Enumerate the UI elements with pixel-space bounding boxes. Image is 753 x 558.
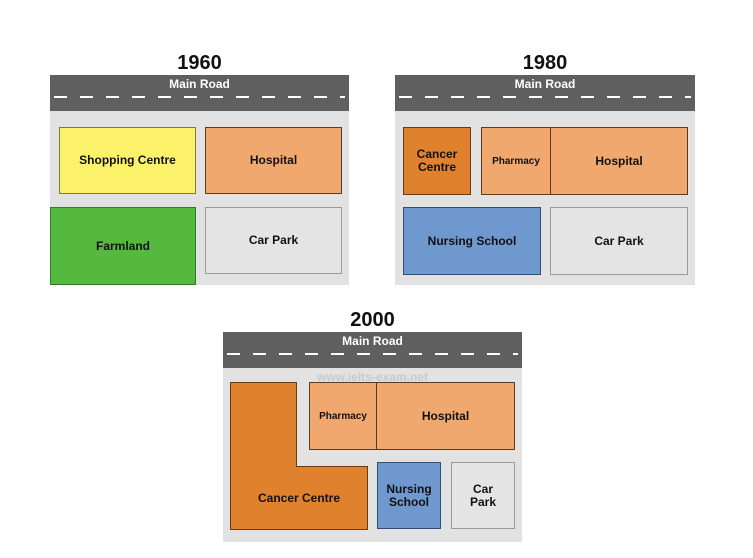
hospital: Hospital (376, 382, 515, 450)
map-1960: Main Road Shopping Centre Hospital Farml… (50, 75, 349, 285)
road-centre-line (54, 96, 345, 98)
shopping-centre: Shopping Centre (59, 127, 196, 194)
pharmacy: Pharmacy (309, 382, 377, 450)
cancer-centre-label: Cancer Centre (417, 148, 458, 174)
cancer-centre-label: Cancer Centre (257, 490, 341, 505)
main-road: Main Road (223, 332, 522, 368)
car-park: Car Park (451, 462, 515, 529)
pharmacy-label: Pharmacy (492, 155, 540, 167)
car-park-label: Car Park (594, 233, 644, 248)
pharmacy-label: Pharmacy (319, 410, 367, 422)
hospital: Hospital (550, 127, 688, 195)
nursing-school-label-line2: School (388, 494, 429, 509)
map-title-2000: 2000 (350, 309, 395, 331)
shopping-centre-label: Shopping Centre (79, 153, 176, 167)
hospital-label: Hospital (595, 153, 643, 168)
main-road-label: Main Road (169, 77, 230, 91)
cancer-centre-label-line2: Centre (417, 160, 456, 174)
car-park-label: Car Park (469, 481, 497, 509)
pharmacy: Pharmacy (481, 127, 551, 195)
car-park-label: Car Park (248, 233, 299, 247)
car-park: Car Park (550, 207, 688, 275)
nursing-school-label-line1: Nursing (386, 481, 432, 496)
main-road-label: Main Road (514, 77, 576, 91)
map-1980: Main Road Cancer Centre Pharmacy Hospita… (395, 75, 695, 285)
cancer-centre (230, 382, 368, 530)
car-park: Car Park (205, 207, 342, 274)
nursing-school-label: Nursing School (427, 233, 517, 248)
hospital: Hospital (205, 127, 342, 194)
map-title-1960: 1960 (177, 52, 222, 74)
map-2000: Main Road www.ielts-exam.net Cancer Cent… (223, 332, 522, 542)
map-title-1980: 1980 (522, 52, 568, 74)
main-road-label: Main Road (342, 334, 403, 348)
car-park-label-line1: Car (472, 481, 493, 496)
hospital-label: Hospital (421, 408, 470, 423)
farmland-label: Farmland (95, 238, 150, 253)
cancer-centre-label-line1: Cancer (416, 147, 458, 161)
main-road: Main Road (395, 75, 695, 111)
car-park-label-line2: Park (469, 494, 497, 509)
hospital-label: Hospital (249, 153, 298, 167)
road-centre-line (227, 353, 518, 355)
nursing-school: Nursing School (377, 462, 441, 529)
main-road: Main Road (50, 75, 349, 111)
farmland: Farmland (50, 207, 196, 285)
watermark: www.ielts-exam.net (317, 370, 428, 384)
road-centre-line (399, 96, 691, 98)
cancer-centre-label-box: Cancer Centre (230, 467, 368, 529)
cancer-centre: Cancer Centre (403, 127, 471, 195)
nursing-school-label: Nursing School (386, 481, 432, 509)
nursing-school: Nursing School (403, 207, 541, 275)
